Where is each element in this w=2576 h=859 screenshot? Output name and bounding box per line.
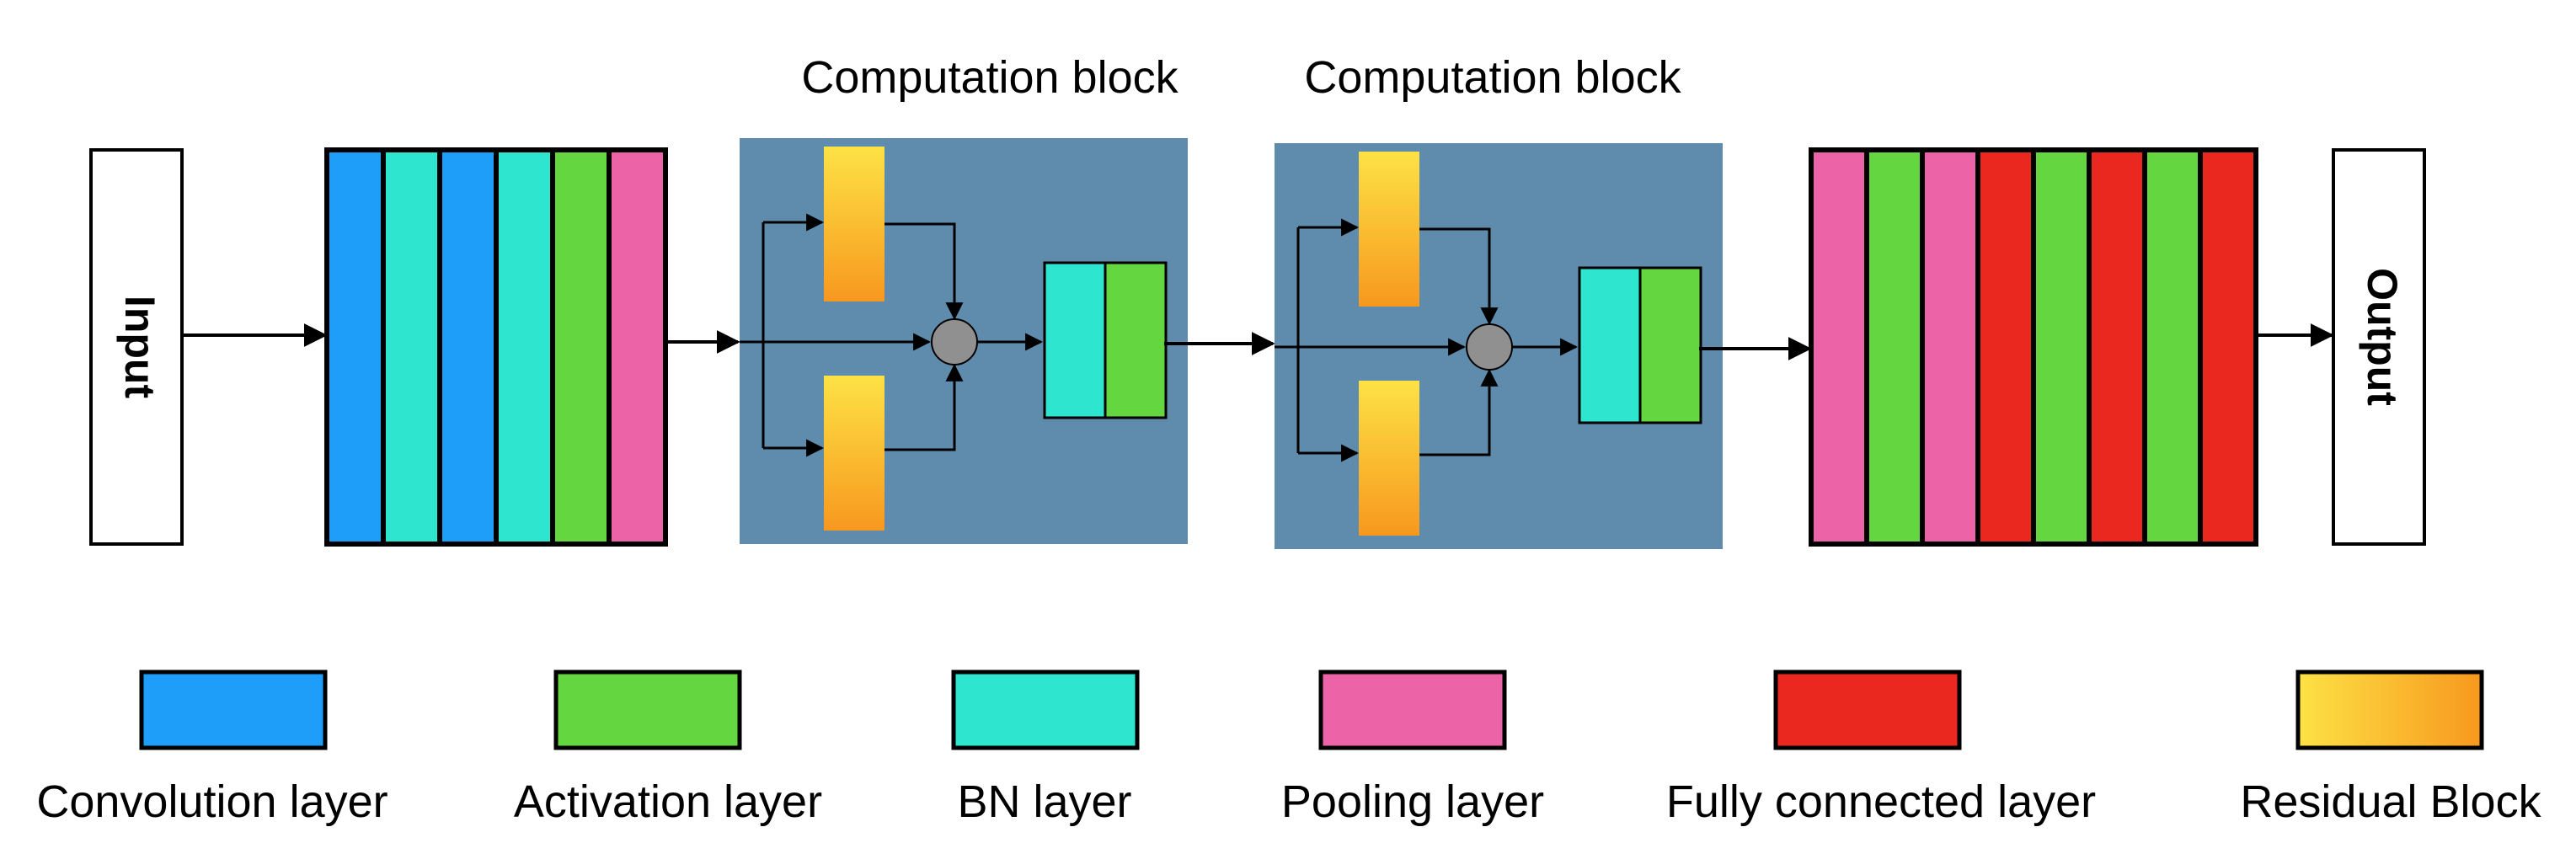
computation-block-2: Computation block: [1275, 52, 1723, 549]
input-stack-layer-2-bn: [381, 147, 442, 547]
computation-block-1-title: Computation block: [801, 52, 1178, 103]
output-stack-layer-6-fully-connected: [2087, 147, 2147, 547]
block-1-top-to-sum-arrow: [884, 222, 964, 321]
block-1-residual-bottom: [824, 376, 884, 531]
output-layer-stack: [1809, 147, 2258, 547]
output-stack-layer-4-fully-connected: [1975, 147, 2036, 547]
output-stack-layer-8-fully-connected: [2198, 147, 2258, 547]
output-stack-layer-5-activation: [2031, 147, 2092, 547]
output-stack-layer-2-activation: [1864, 147, 1925, 547]
legend-swatch-activation: [553, 670, 742, 750]
legend-label-bn: BN layer: [957, 776, 1131, 827]
legend: Convolution layer Activation layer BN laye…: [36, 670, 2542, 827]
block-2-tail-activation-layer: [1638, 266, 1702, 424]
input-stack-layer-4-bn: [494, 147, 555, 547]
input-stack-layer-3-convolution: [437, 147, 499, 547]
legend-label-convolution: Convolution layer: [36, 776, 387, 827]
input-stack-layer-1-convolution: [324, 147, 386, 547]
legend-label-pooling: Pooling layer: [1281, 776, 1544, 827]
legend-swatch-convolution: [139, 670, 328, 750]
main-flow-arrows: [182, 323, 2334, 360]
legend-swatch-residual: [2295, 670, 2484, 750]
computation-block-2-content: [1275, 152, 1702, 536]
input-label: Input: [116, 296, 163, 399]
input-layer-stack: [324, 147, 668, 547]
input-stack-layer-5-activation: [550, 147, 612, 547]
legend-label-activation: Activation layer: [514, 776, 822, 827]
block-1-sum-node: [931, 318, 978, 365]
block-2-bottom-to-sum-arrow: [1419, 368, 1499, 456]
input-stack-layer-6-pooling: [607, 147, 668, 547]
block-2-top-to-sum-arrow: [1419, 227, 1499, 326]
block-1-tail-bn-layer: [1043, 261, 1107, 419]
block-2-residual-top: [1359, 152, 1419, 307]
block-2-tail-bn-layer: [1578, 266, 1642, 424]
legend-swatch-pooling: [1318, 670, 1507, 750]
output-node: Output: [2332, 148, 2426, 546]
block-2-residual-bottom: [1359, 381, 1419, 536]
computation-block-1: Computation block: [740, 52, 1188, 544]
output-stack-layer-1-pooling: [1809, 147, 1869, 547]
legend-label-fully-connected: Fully connected layer: [1666, 776, 2096, 827]
computation-block-2-title: Computation block: [1304, 52, 1681, 103]
legend-swatch-fully-connected: [1773, 670, 1962, 750]
block-2-sum-node: [1466, 323, 1513, 371]
input-node: Input: [89, 148, 184, 546]
output-stack-layer-7-activation: [2142, 147, 2203, 547]
output-label: Output: [2359, 268, 2406, 406]
legend-label-residual: Residual Block: [2240, 776, 2541, 827]
output-stack-layer-3-pooling: [1920, 147, 1980, 547]
legend-swatch-bn: [951, 670, 1140, 750]
block-1-tail-activation-layer: [1104, 261, 1168, 419]
block-1-residual-top: [824, 147, 884, 301]
block-1-bottom-to-sum-arrow: [884, 363, 964, 451]
computation-block-1-content: [740, 147, 1168, 531]
